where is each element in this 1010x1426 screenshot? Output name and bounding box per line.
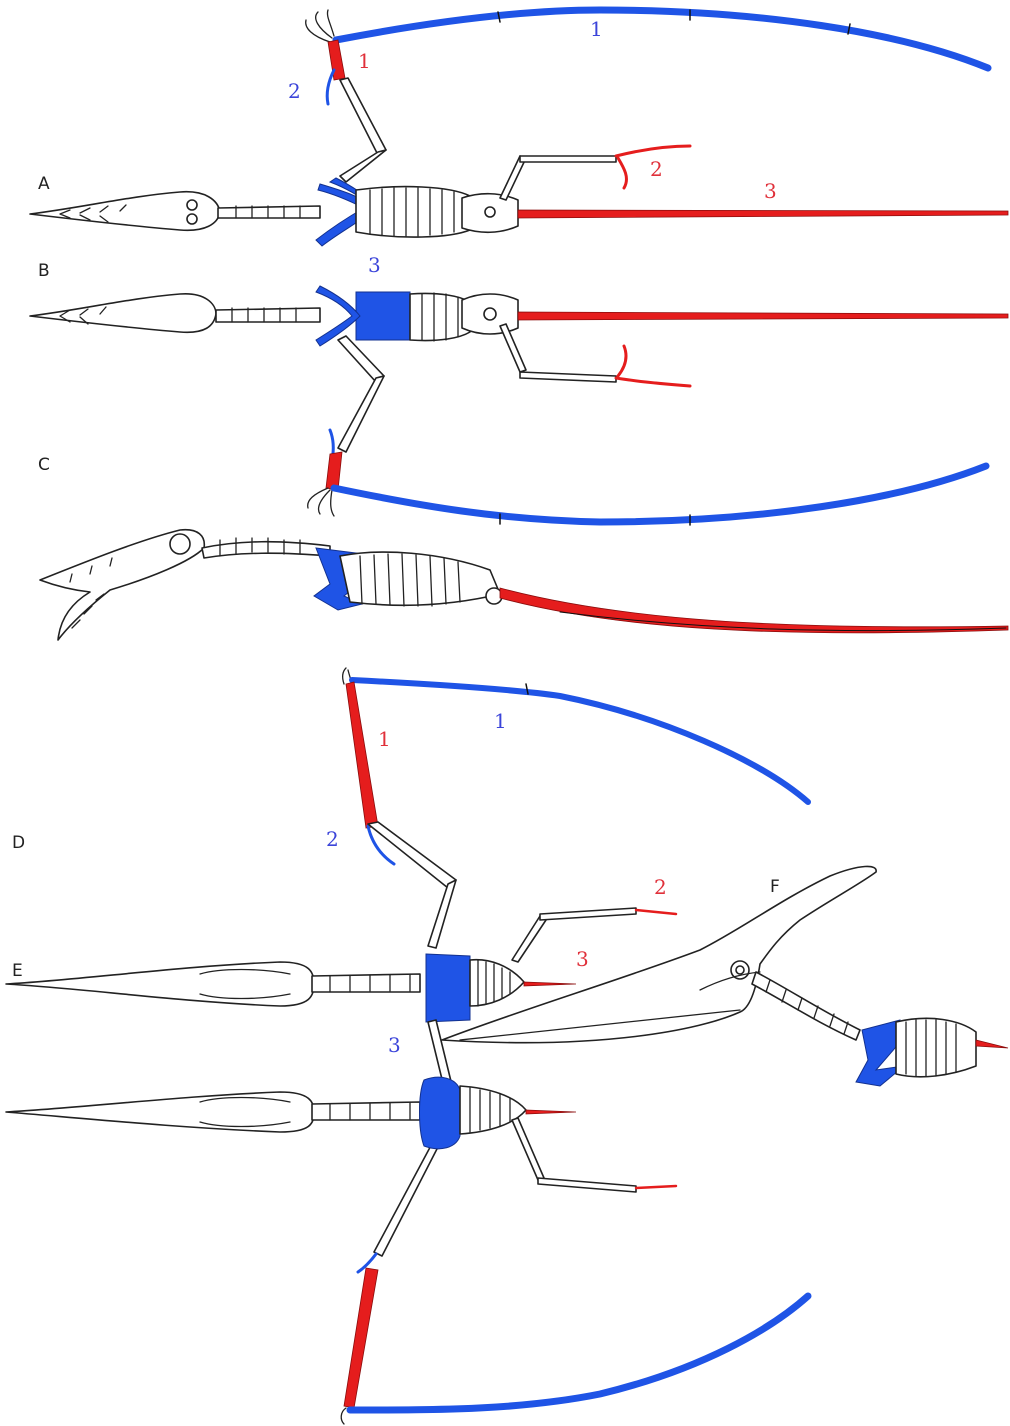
view-c-metacarpal <box>326 452 342 490</box>
view-e-foot <box>636 910 676 914</box>
view-b-sternum <box>356 292 410 340</box>
view-f-tail <box>976 1040 1008 1048</box>
number-label: 1 <box>494 709 507 733</box>
number-label: 2 <box>288 79 301 103</box>
view-label-e: E <box>12 961 23 981</box>
view-e2-skull <box>6 1092 314 1132</box>
view-e-metacarpal <box>344 1268 378 1408</box>
number-label: 3 <box>576 947 589 971</box>
view-a-tail <box>518 210 1008 218</box>
view-b-skeleton <box>30 286 1008 452</box>
number-label: 2 <box>650 157 663 181</box>
view-e2-girdle <box>420 1077 461 1149</box>
view-f-skeleton <box>442 866 1008 1086</box>
view-d-metacarpal <box>346 682 378 828</box>
view-d-skeleton <box>6 668 808 1424</box>
view-label-a: A <box>38 174 50 194</box>
view-label-f: F <box>770 877 780 897</box>
number-label: 1 <box>378 727 391 751</box>
view-a-pteroid <box>327 70 334 104</box>
number-label: 3 <box>764 179 777 203</box>
number-label: 1 <box>358 49 371 73</box>
number-label: 2 <box>654 875 667 899</box>
number-label: 2 <box>326 827 339 851</box>
view-label-c: C <box>38 455 50 475</box>
view-e-tail <box>524 982 576 986</box>
number-label: 3 <box>368 253 381 277</box>
view-c-wing-finger <box>334 466 986 522</box>
view-c-lateral-tail <box>500 588 1008 633</box>
view-label-d: D <box>12 833 25 853</box>
view-c-skeleton <box>40 430 1008 640</box>
view-b-tail <box>518 312 1008 320</box>
view-e-skull <box>6 962 314 1006</box>
view-label-b: B <box>38 261 50 281</box>
view-e-wing-finger <box>350 1296 808 1410</box>
view-d-wing-finger <box>352 680 808 802</box>
view-e-girdle <box>426 954 470 1022</box>
view-a-wing-finger <box>336 10 988 68</box>
number-label: 3 <box>388 1033 401 1057</box>
view-b-foot <box>616 346 690 386</box>
view-b-skull <box>30 294 216 333</box>
view-a-skeleton <box>30 10 1008 246</box>
number-label: 1 <box>590 17 603 41</box>
